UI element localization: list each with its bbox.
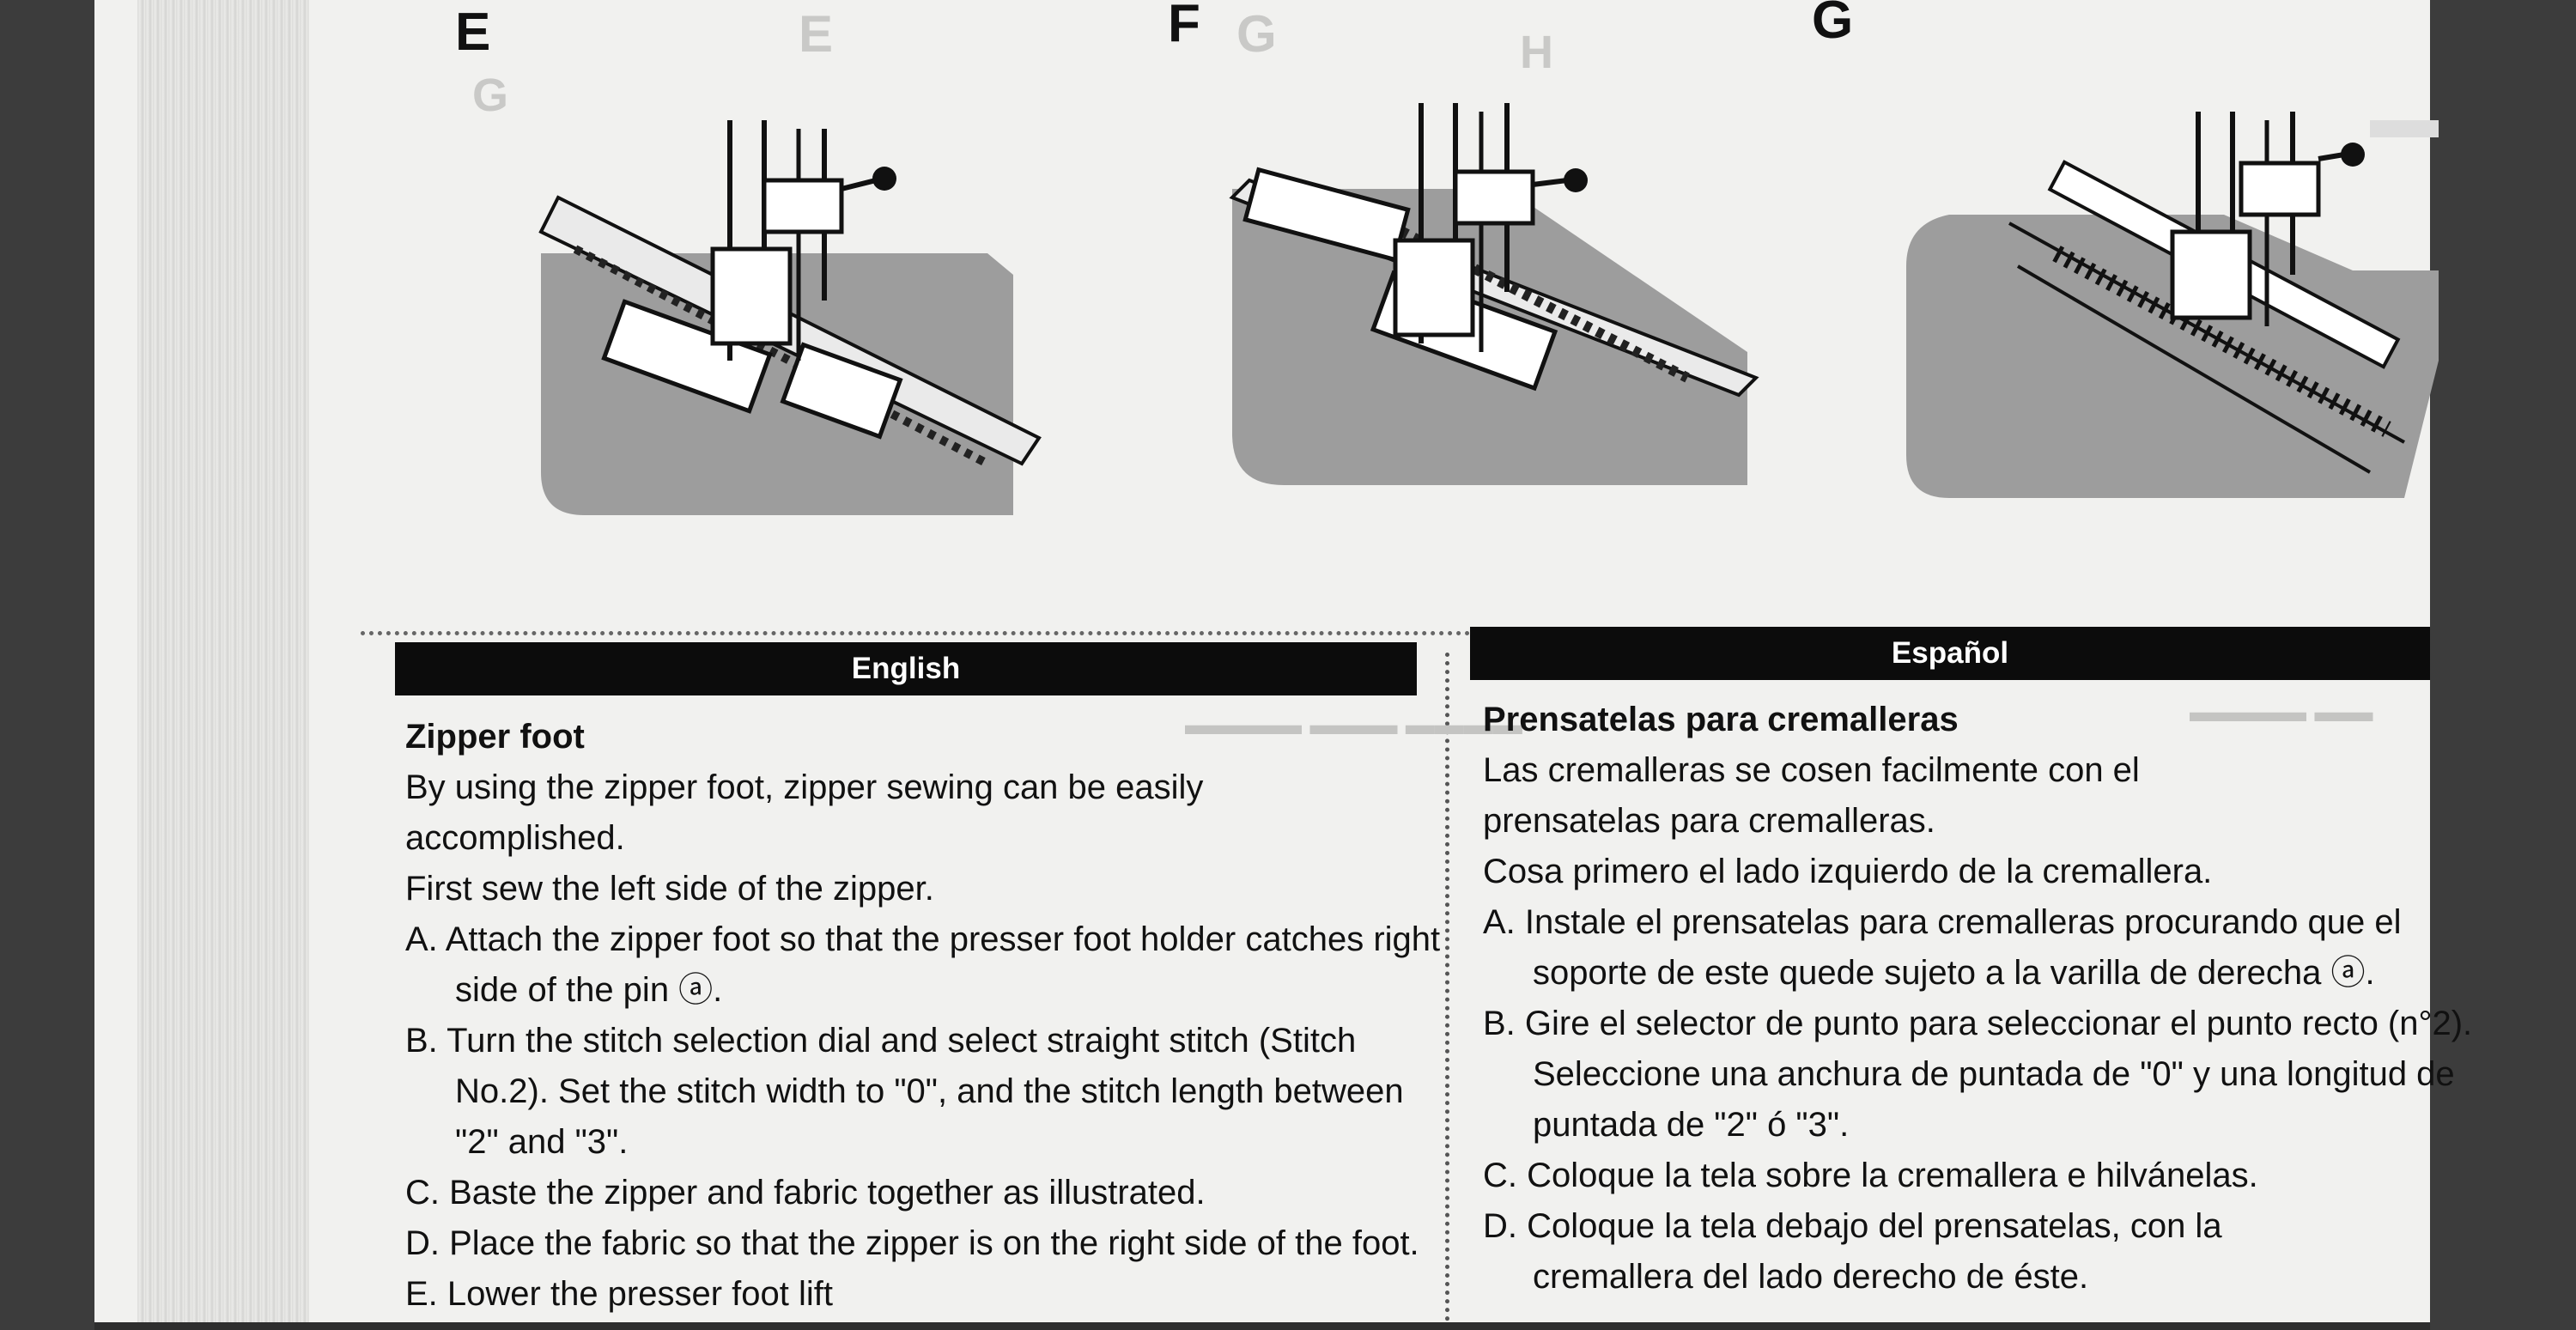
espanol-step-a: A. Instale el prensatelas para cremaller… xyxy=(1483,903,2402,992)
english-step-a: A. Attach the zipper foot so that the pr… xyxy=(405,920,1441,1009)
espanol-header: Español xyxy=(1470,627,2430,680)
english-header: English xyxy=(395,642,1417,695)
figure-label-g: G xyxy=(1812,0,1854,50)
show-through-mark: G xyxy=(472,70,509,121)
show-through-mark: H xyxy=(1520,27,1553,78)
scanned-page: E G H G E F G xyxy=(94,0,2472,1330)
espanol-step-b: B. Gire el selector de punto para selecc… xyxy=(1483,1005,2473,1144)
english-step-c: C. Baste the zipper and fabric together … xyxy=(405,1174,1206,1212)
espanol-step-d: D. Coloque la tela debajo del prensatela… xyxy=(1483,1207,2222,1296)
show-through-mark: E xyxy=(799,5,834,63)
figure-label-e: E xyxy=(455,3,491,62)
espanol-column: Prensatelas para cremalleras Las cremall… xyxy=(1483,694,2472,1303)
book-spine-shadow xyxy=(137,0,309,1330)
column-divider xyxy=(1445,653,1449,1330)
viewer-left-margin xyxy=(0,0,94,1330)
viewer-bottom-edge xyxy=(94,1322,2430,1330)
espanol-intro: Las cremalleras se cosen facilmente con … xyxy=(1483,751,2140,840)
show-through-text: ▬▬▬▬ ▬▬ xyxy=(2190,695,2373,728)
english-step-d: D. Place the fabric so that the zipper i… xyxy=(405,1224,1419,1262)
illustration-e xyxy=(538,120,1042,515)
espanol-title: Prensatelas para cremalleras xyxy=(1483,701,1959,738)
english-step-e: E. Lower the presser foot lift xyxy=(405,1275,834,1313)
figure-label-f: F xyxy=(1168,0,1200,53)
section-divider xyxy=(361,631,2430,635)
show-through-mark: G xyxy=(1236,5,1277,63)
english-intro-2: First sew the left side of the zipper. xyxy=(405,870,934,908)
english-column: Zipper foot By using the zipper foot, zi… xyxy=(405,711,1470,1320)
espanol-step-c: C. Coloque la tela sobre la cremallera e… xyxy=(1483,1157,2258,1194)
illustration-f xyxy=(1229,103,1759,485)
show-through-text: ▬▬▬▬ ▬▬▬ ▬▬▬▬ xyxy=(1185,708,1522,741)
english-step-b: B. Turn the stitch selection dial and se… xyxy=(405,1022,1404,1161)
viewer-right-margin xyxy=(2430,0,2576,1330)
english-title: Zipper foot xyxy=(405,718,585,756)
illustration-g xyxy=(1906,112,2439,498)
espanol-intro-2: Cosa primero el lado izquierdo de la cre… xyxy=(1483,853,2213,890)
english-intro: By using the zipper foot, zipper sewing … xyxy=(405,768,1204,857)
